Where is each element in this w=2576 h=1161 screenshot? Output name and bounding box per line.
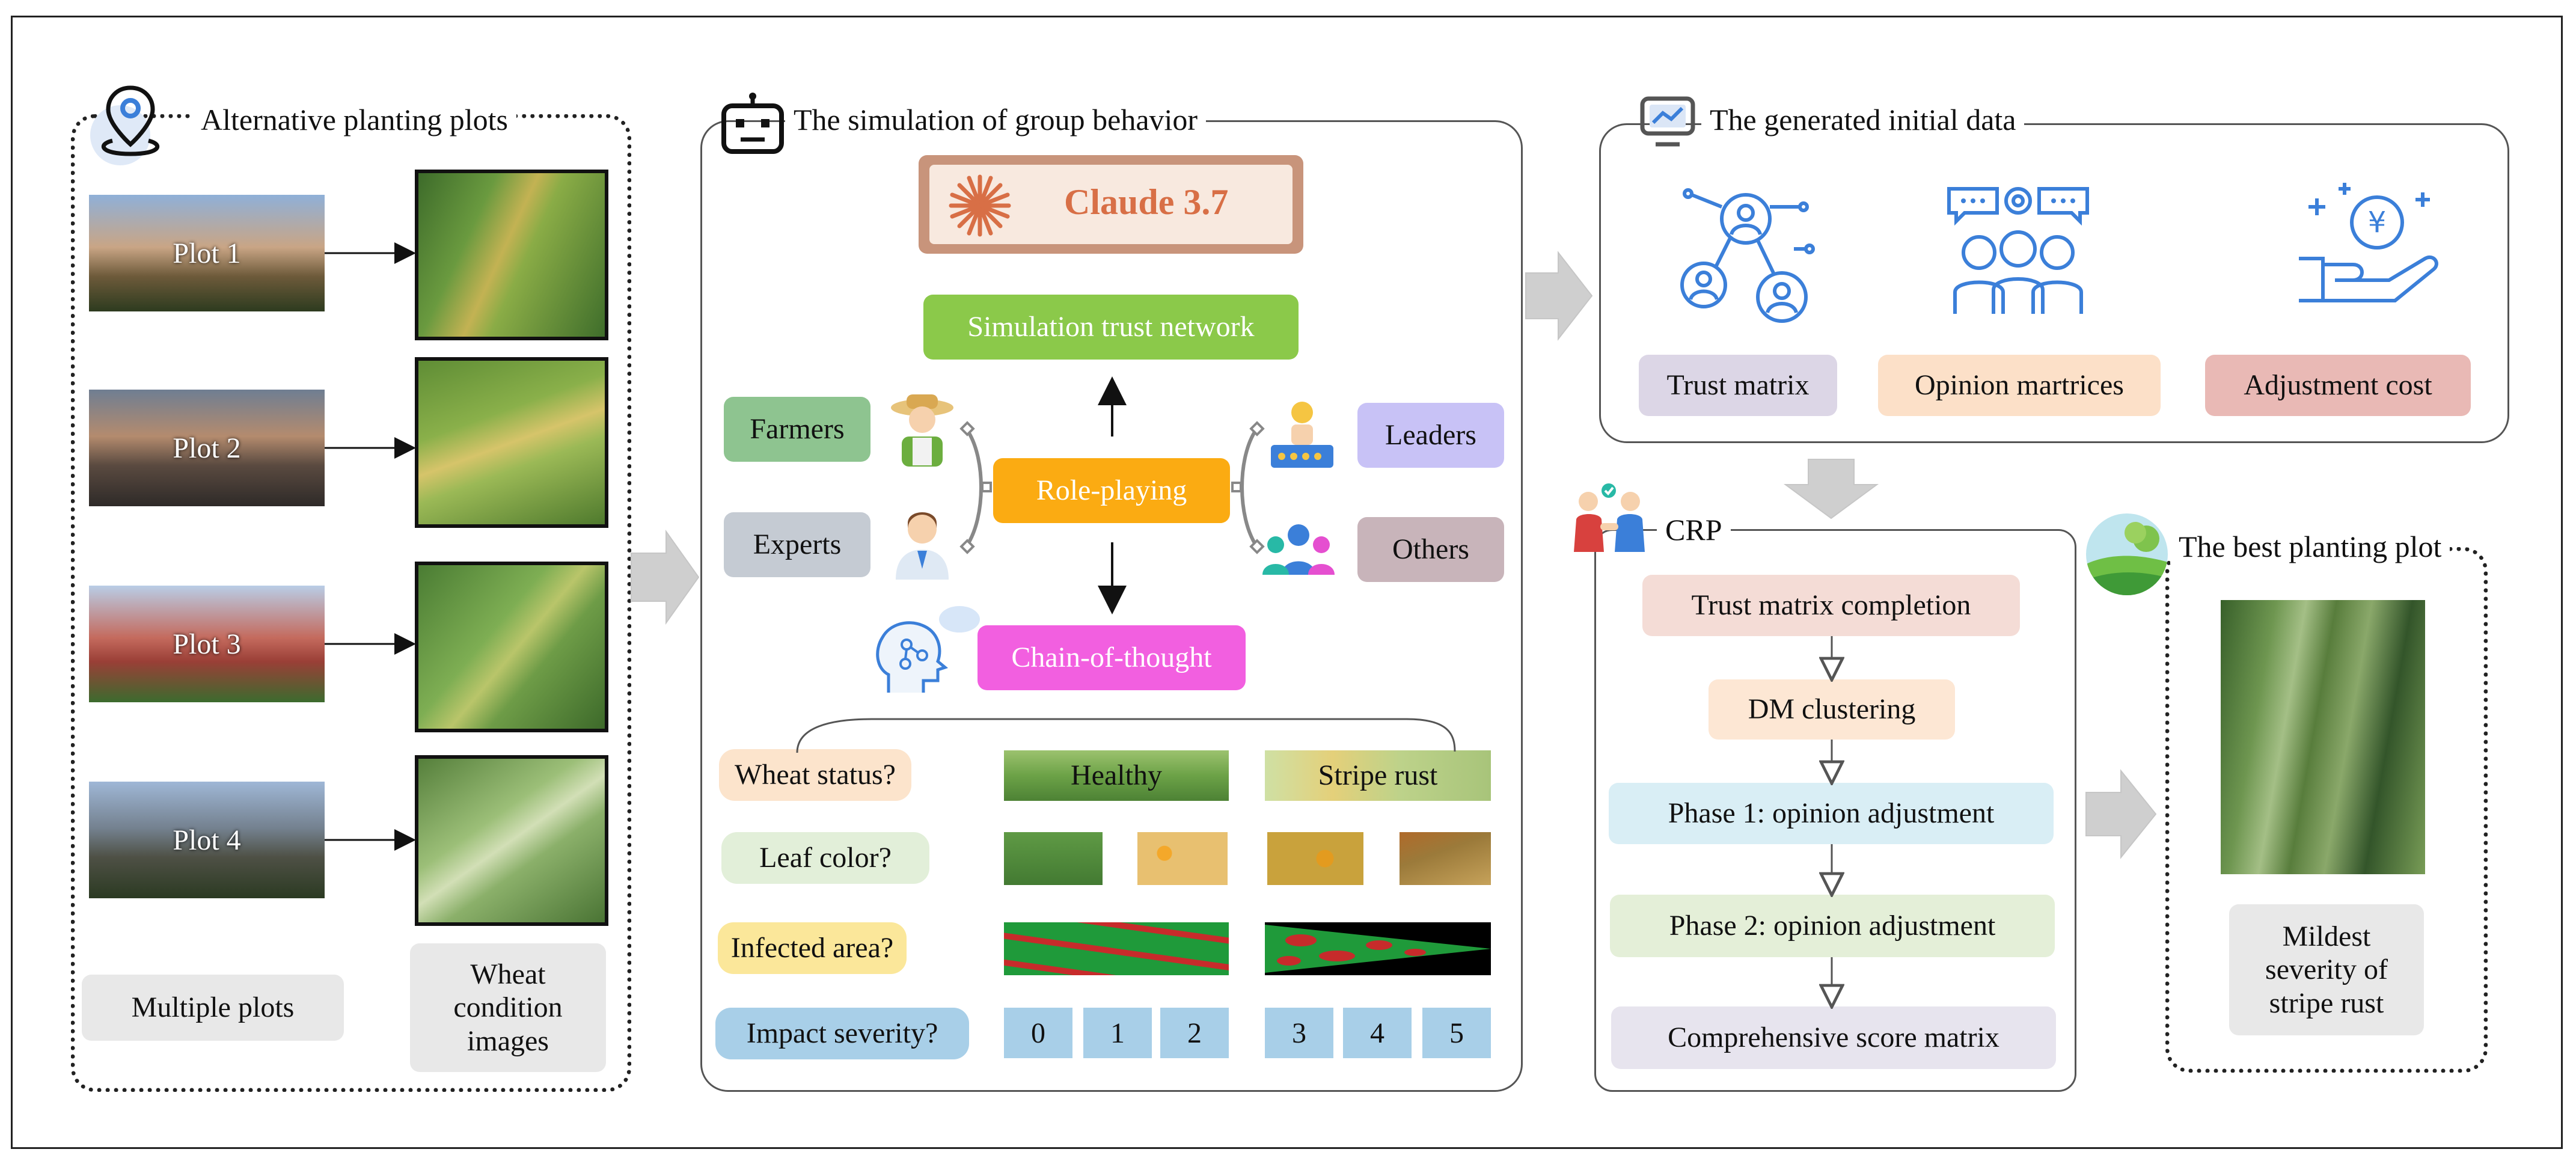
green-field-icon <box>2084 511 2170 598</box>
flow-arrow-data-to-crp <box>1783 459 1879 519</box>
plots-panel-title: Alternative planting plots <box>192 102 517 137</box>
plot-label: Plot 1 <box>173 237 241 269</box>
plot-label: Plot 3 <box>173 628 241 660</box>
multiple-plots-caption: Multiple plots <box>82 975 344 1041</box>
plot-label: Plot 2 <box>173 432 241 464</box>
best-plot-panel-title: The best planting plot <box>2170 529 2450 564</box>
plot-to-wheat-arrows <box>325 242 416 851</box>
initial-data-panel-title: The generated initial data <box>1701 102 2025 137</box>
plot-photo-2: Plot 2 <box>89 390 325 506</box>
farmer-icon <box>889 390 956 468</box>
leaf-color-sample-1 <box>1004 832 1103 885</box>
role-farmers: Farmers <box>724 397 870 462</box>
role-others: Others <box>1357 517 1504 582</box>
others-group-icon <box>1262 522 1335 576</box>
leaf-color-sample-3 <box>1267 832 1363 885</box>
plot-photo-1: Plot 1 <box>89 195 325 311</box>
plot-photo-4: Plot 4 <box>89 782 325 898</box>
robot-icon <box>719 91 786 155</box>
handshake-people-icon <box>1568 481 1650 553</box>
ai-brain-icon <box>870 602 982 694</box>
flow-arrow-plots-to-simulation <box>631 529 700 625</box>
monitor-chart-icon <box>1639 95 1696 149</box>
chain-of-thought-box: Chain-of-thought <box>977 625 1246 690</box>
svg-text:¥: ¥ <box>2368 206 2387 239</box>
flow-arrow-simulation-to-data <box>1525 251 1593 341</box>
severity-level-5: 5 <box>1422 1008 1491 1058</box>
questions-brace <box>796 718 1456 753</box>
leader-icon <box>1267 399 1337 471</box>
role-experts: Experts <box>724 512 870 577</box>
healthy-leaf-image: Healthy <box>1004 750 1229 801</box>
severity-level-0: 0 <box>1004 1008 1072 1058</box>
payment-cost-icon: ¥ <box>2287 174 2443 313</box>
crp-panel-title: CRP <box>1657 512 1731 547</box>
role-leaders: Leaders <box>1357 403 1504 468</box>
severity-level-2: 2 <box>1160 1008 1229 1058</box>
severity-level-3: 3 <box>1265 1008 1333 1058</box>
question-wheat-status: Wheat status? <box>719 749 911 801</box>
leaf-color-sample-2 <box>1137 832 1228 885</box>
crp-step-comprehensive-score-matrix: Comprehensive score matrix <box>1611 1006 2056 1069</box>
expert-icon <box>887 501 957 582</box>
severity-level-1: 1 <box>1083 1008 1152 1058</box>
group-discussion-icon <box>1943 180 2093 319</box>
stripe-rust-leaf-image: Stripe rust <box>1265 750 1491 801</box>
crp-step-dm-clustering: DM clustering <box>1709 679 1955 740</box>
severity-level-4: 4 <box>1343 1008 1412 1058</box>
wheat-condition-photo-3 <box>415 562 608 732</box>
wheat-condition-images-caption: Wheat condition images <box>410 943 606 1072</box>
opinion-matrices-label: Opinion martrices <box>1878 355 2161 416</box>
crp-step-trust-matrix-completion: Trust matrix completion <box>1642 575 2020 636</box>
wheat-condition-photo-2 <box>415 357 608 528</box>
crp-step-phase-2: Phase 2: opinion adjustment <box>1610 895 2055 957</box>
mildest-severity-caption: Mildest severity of stripe rust <box>2229 904 2424 1035</box>
infected-area-mask-2 <box>1265 922 1491 975</box>
flow-arrow-crp-to-best <box>2085 769 2157 859</box>
simulation-panel-title: The simulation of group behavior <box>785 102 1207 137</box>
trust-matrix-label: Trust matrix <box>1639 355 1837 416</box>
trust-network-icon <box>1674 183 1818 327</box>
figure-frame <box>11 16 2563 1149</box>
leaf-color-sample-4 <box>1400 832 1491 885</box>
crp-step-phase-1: Phase 1: opinion adjustment <box>1609 783 2054 844</box>
plot-label: Plot 4 <box>173 824 241 856</box>
question-impact-severity: Impact severity? <box>715 1008 969 1059</box>
wheat-condition-photo-4 <box>415 755 608 926</box>
role-playing-box: Role-playing <box>993 458 1230 523</box>
claude-sunburst-icon <box>944 170 1016 242</box>
adjustment-cost-label: Adjustment cost <box>2205 355 2471 416</box>
claude-model-label: Claude 3.7 <box>1064 182 1229 222</box>
question-infected-area: Infected area? <box>718 922 907 974</box>
plot-photo-3: Plot 3 <box>89 586 325 702</box>
wheat-condition-photo-1 <box>415 170 608 340</box>
question-leaf-color: Leaf color? <box>721 832 929 884</box>
best-plot-wheat-photo <box>2221 600 2425 874</box>
infected-area-mask-1 <box>1004 922 1229 975</box>
trust-network-box: Simulation trust network <box>923 295 1299 360</box>
location-pin-icon <box>85 78 176 168</box>
